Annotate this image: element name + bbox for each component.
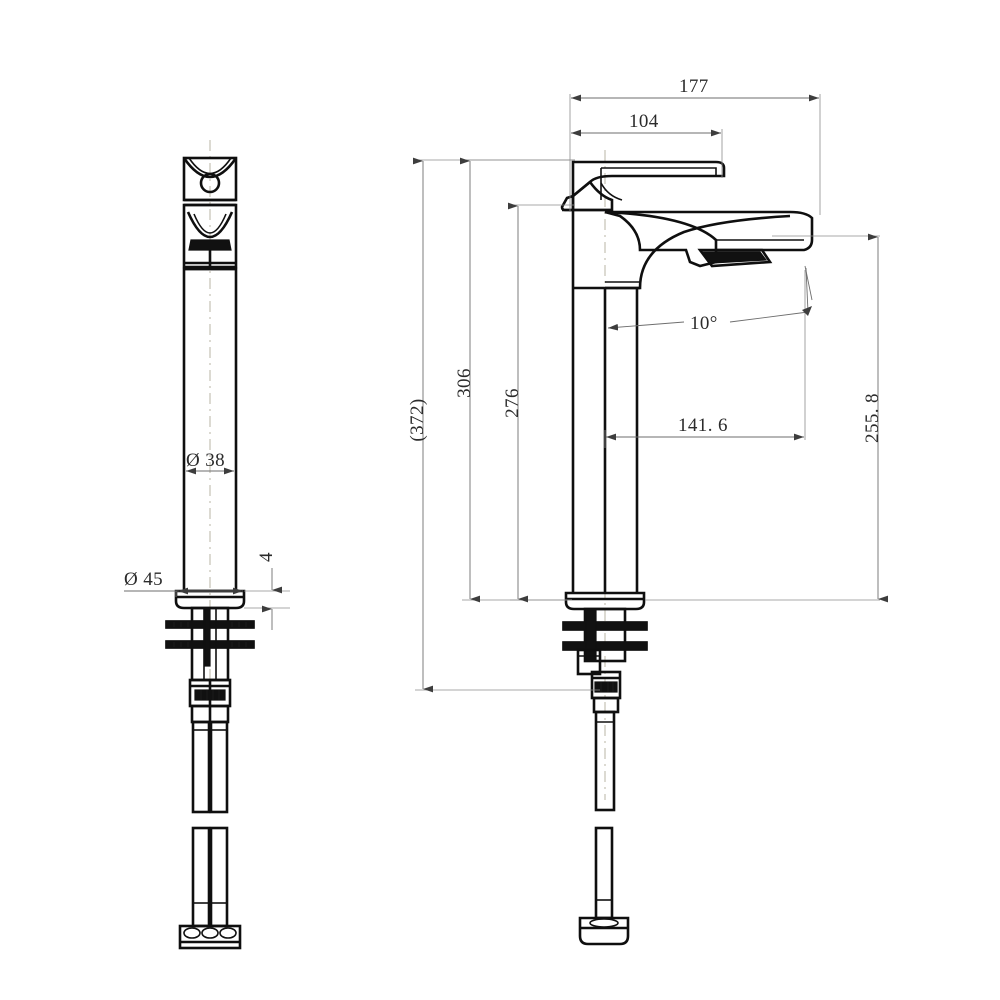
dim-width-104-label: 104 [629,111,659,132]
dim-reach-141-6: 141. 6 [604,270,806,448]
front-handle-assembly [182,156,238,271]
dim-reach-141-6-label: 141. 6 [678,415,728,436]
dim-width-104: 104 [571,111,721,137]
front-flex-hoses [191,720,229,814]
front-hose-couplings [188,678,232,724]
dim-width-177-label: 177 [679,76,709,97]
dim-height-372-label: (372) [407,398,428,441]
side-view [560,150,814,812]
side-spout [573,210,814,290]
hose-pair-detail [178,826,242,950]
front-base-flange [174,589,246,610]
dim-height-306-label: 306 [454,368,475,398]
dim-dia-38: Ø 38 [186,450,234,475]
front-view [165,140,255,814]
dim-height-276-label: 276 [502,388,523,418]
front-mounting-shank [165,606,255,682]
dim-dia-38-label: Ø 38 [186,450,225,471]
side-lever-handle [571,160,726,212]
dim-thk-4-label: 4 [256,552,277,562]
dim-dia-45: Ø 45 [124,569,243,597]
hose-single-detail [578,826,630,946]
dim-height-276: 276 [502,202,528,603]
dim-height-306: 306 [454,157,480,603]
side-flex-hose [594,710,616,812]
side-mounting-shank [562,607,648,676]
dim-height-372: (372) [407,157,433,693]
dim-angle-10-label: 10° [690,313,718,334]
dim-angle-10: 10° [607,265,813,334]
side-body-column [571,210,639,593]
dim-thk-4: 4 [244,552,290,630]
dim-height-255-8-label: 255. 8 [862,393,883,443]
front-view-dimensions: Ø 38 Ø 45 4 [124,450,290,630]
dim-dia-45-label: Ø 45 [124,569,163,590]
dim-width-177: 177 [571,76,819,102]
side-hose-coupling [590,670,622,714]
dim-height-255-8: 255. 8 [645,233,888,603]
side-view-dimensions: 177 104 (372) 306 276 [407,76,888,693]
side-base-flange [564,591,646,611]
